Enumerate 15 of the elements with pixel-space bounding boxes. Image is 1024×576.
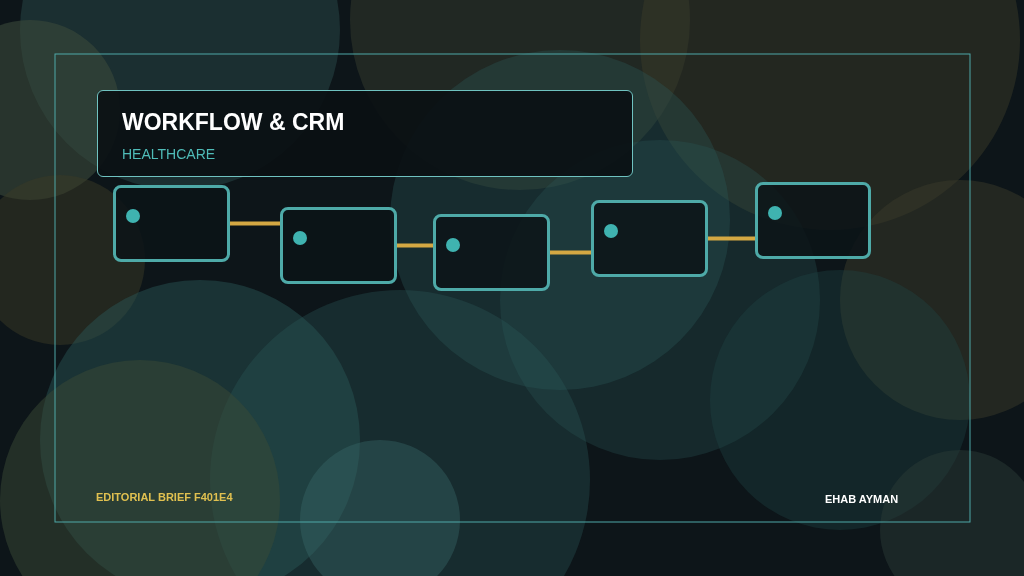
footer-note: EDITORIAL BRIEF (96, 491, 191, 503)
step-box (280, 207, 397, 284)
connector-line (230, 221, 280, 226)
title: WORKFLOW & CRM (122, 109, 345, 136)
connector-line (550, 250, 591, 255)
step-box (433, 214, 550, 291)
author-name: EHAB AYMAN (825, 493, 899, 505)
title-panel (97, 90, 633, 177)
connector-line (397, 243, 433, 248)
step-box (755, 182, 871, 259)
step-box (113, 185, 230, 262)
step-box (591, 200, 708, 277)
code-label: F401E4 (194, 491, 233, 503)
subtitle: HEALTHCARE (122, 146, 216, 162)
connector-line (708, 236, 755, 241)
